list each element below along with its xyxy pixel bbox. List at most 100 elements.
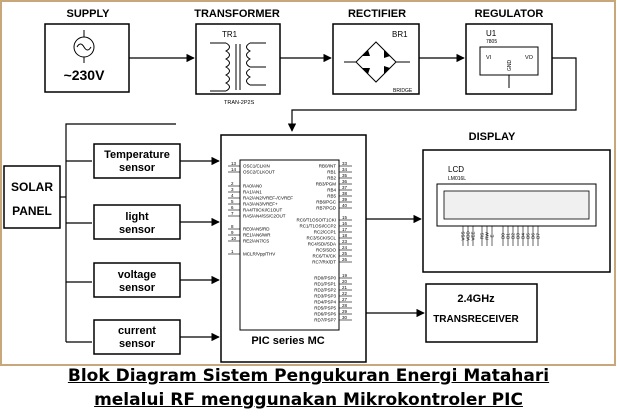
- sensor-4-label-1: current: [118, 325, 156, 337]
- mcu-right-pin-number: 19: [342, 273, 348, 278]
- mcu-right-pin-name: RC7/RX/DT: [312, 260, 336, 265]
- mcu-right-pin-name: RC4/SDI/SDA: [308, 242, 336, 247]
- display-heading: DISPLAY: [469, 131, 516, 143]
- light-sensor-block: light sensor: [93, 204, 181, 240]
- mcu-left-pin-number: 9: [231, 230, 234, 235]
- lcd-pin-name: VEE: [471, 231, 476, 240]
- lcd-title: LCD: [448, 165, 464, 174]
- rectifier-part: BRIDGE: [393, 88, 413, 94]
- regulator-block: U1 7805 VI VO GND: [465, 23, 553, 95]
- mcu-left-pin-number: 3: [231, 187, 234, 192]
- caption-line-2: melalui RF menggunakan Mikrokontroler PI…: [94, 390, 523, 410]
- mcu-right-pin-name: RC6/TX/CK: [312, 254, 336, 259]
- regulator-part: 7805: [486, 39, 497, 45]
- transformer-coil-icon: [210, 42, 266, 92]
- mcu-left-pin-name: OSC1/CLKIN: [243, 164, 270, 169]
- mcu-right-pin-number: 40: [342, 203, 348, 208]
- outer-frame: [0, 0, 616, 366]
- lcd-pin-name: D3: [516, 233, 521, 239]
- sensor-3-label-1: voltage: [118, 269, 157, 281]
- mcu-right-pin-number: 36: [342, 179, 348, 184]
- transceiver-label-1: 2.4GHz: [457, 293, 495, 305]
- mcu-left-pin-number: 7: [231, 211, 234, 216]
- mcu-right-pin-name: RD0/PSP0: [314, 276, 336, 281]
- lcd-pin-name: RS: [480, 233, 485, 239]
- mcu-left-pin-name: RA2/AN2/VREF-/CVREF: [243, 196, 293, 201]
- mcu-left-pin-name: OSC2/CLKOUT: [243, 170, 275, 175]
- rectifier-heading: RECTIFIER: [348, 8, 406, 20]
- solar-label-2: PANEL: [12, 204, 52, 218]
- rectifier-ref: BR1: [392, 30, 408, 39]
- regulator-vi: VI: [486, 55, 492, 61]
- transceiver-block: 2.4GHz TRANSRECEIVER: [425, 283, 538, 343]
- regulator-gnd: GND: [507, 60, 513, 72]
- mcu-right-pin-name: RD4/PSP4: [314, 300, 336, 305]
- mcu-right-pin-name: RC0/T1OSO/T1CKI: [296, 218, 336, 223]
- mcu-chip-icon: [239, 159, 340, 331]
- temperature-sensor-block: Temperature sensor: [93, 143, 181, 179]
- mcu-right-pin-name: RB0/INT: [319, 164, 337, 169]
- mcu-left-pin-number: 1: [231, 249, 234, 254]
- sensor-4-label-2: sensor: [119, 338, 156, 350]
- mcu-right-pin-number: 29: [342, 309, 348, 314]
- caption-line-1: Blok Diagram Sistem Pengukuran Energi Ma…: [67, 366, 550, 386]
- regulator-vo: VO: [525, 55, 534, 61]
- mcu-right-pin-number: 27: [342, 297, 348, 302]
- solar-label-1: SOLAR: [11, 180, 53, 194]
- mcu-right-pin-number: 33: [342, 161, 348, 166]
- lcd-pin-name: D4: [521, 233, 526, 239]
- mcu-right-pin-number: 23: [342, 239, 348, 244]
- mcu-right-pin-number: 21: [342, 285, 348, 290]
- mcu-right-pin-number: 18: [342, 233, 348, 238]
- lcd-pin-name: VDD: [466, 231, 471, 241]
- mcu-left-pin-number: 13: [231, 161, 237, 166]
- supply-voltage: ~230V: [64, 67, 106, 83]
- mcu-right-pin-number: 28: [342, 303, 348, 308]
- mcu-right-pin-number: 39: [342, 197, 348, 202]
- mcu-left-pin-number: 8: [231, 224, 234, 229]
- mcu-left-pin-number: 14: [231, 167, 237, 172]
- lcd-pin-name: D0: [501, 233, 506, 239]
- mcu-right-pin-name: RD5/PSP5: [314, 306, 336, 311]
- mcu-right-pin-name: RD1/PSP1: [314, 282, 336, 287]
- lcd-pin-name: D5: [526, 233, 531, 239]
- mcu-left-pin-name: RE0/AN5/RD: [243, 227, 270, 232]
- mcu-right-pin-number: 25: [342, 251, 348, 256]
- transformer-ref: TR1: [222, 30, 238, 39]
- mcu-right-pin-name: RC2/CCP1: [314, 230, 337, 235]
- mcu-right-pin-number: 37: [342, 185, 348, 190]
- mcu-right-pins: 33RB0/INT34RB135RB236RB3/PGM37RB438RB539…: [296, 161, 352, 323]
- mcu-right-pin-name: RB6/PGC: [316, 200, 337, 205]
- sensor-3-label-2: sensor: [119, 282, 156, 294]
- mcu-right-pin-name: RD7/PSP7: [314, 318, 336, 323]
- mcu-left-pin-name: MCLR/Vpp/THV: [243, 252, 275, 257]
- supply-block: ~230V: [44, 23, 130, 93]
- mcu-right-pin-name: RB3/PGM: [316, 182, 337, 187]
- mcu-right-pin-number: 15: [342, 215, 348, 220]
- mcu-left-pin-name: RA1/AN1: [243, 190, 262, 195]
- mcu-right-pin-name: RB1: [327, 170, 336, 175]
- mcu-left-pin-number: 2: [231, 181, 234, 186]
- solar-panel-block: SOLAR PANEL: [3, 165, 61, 229]
- caption: Blok Diagram Sistem Pengukuran Energi Ma…: [0, 364, 617, 412]
- lcd-pin-name: VSS: [461, 231, 466, 240]
- mcu-right-pin-number: 22: [342, 291, 348, 296]
- mcu-right-pin-number: 16: [342, 221, 348, 226]
- mcu-right-pin-number: 38: [342, 191, 348, 196]
- regulator-ref: U1: [486, 29, 497, 38]
- mcu-right-pin-name: RB2: [327, 176, 336, 181]
- mcu-right-pin-name: RB4: [327, 188, 336, 193]
- lcd-pin-name: D6: [531, 233, 536, 239]
- lcd-part: LM016L: [448, 176, 466, 182]
- mcu-left-pin-name: RA0/AN0: [243, 184, 262, 189]
- mcu-right-pin-number: 30: [342, 315, 348, 320]
- lcd-screen-icon: [436, 183, 597, 227]
- mcu-right-pin-name: RD3/PSP3: [314, 294, 336, 299]
- sensor-1-label-2: sensor: [119, 162, 156, 174]
- supply-heading: SUPPLY: [66, 8, 110, 20]
- mcu-right-pin-name: RC5/SDO: [316, 248, 337, 253]
